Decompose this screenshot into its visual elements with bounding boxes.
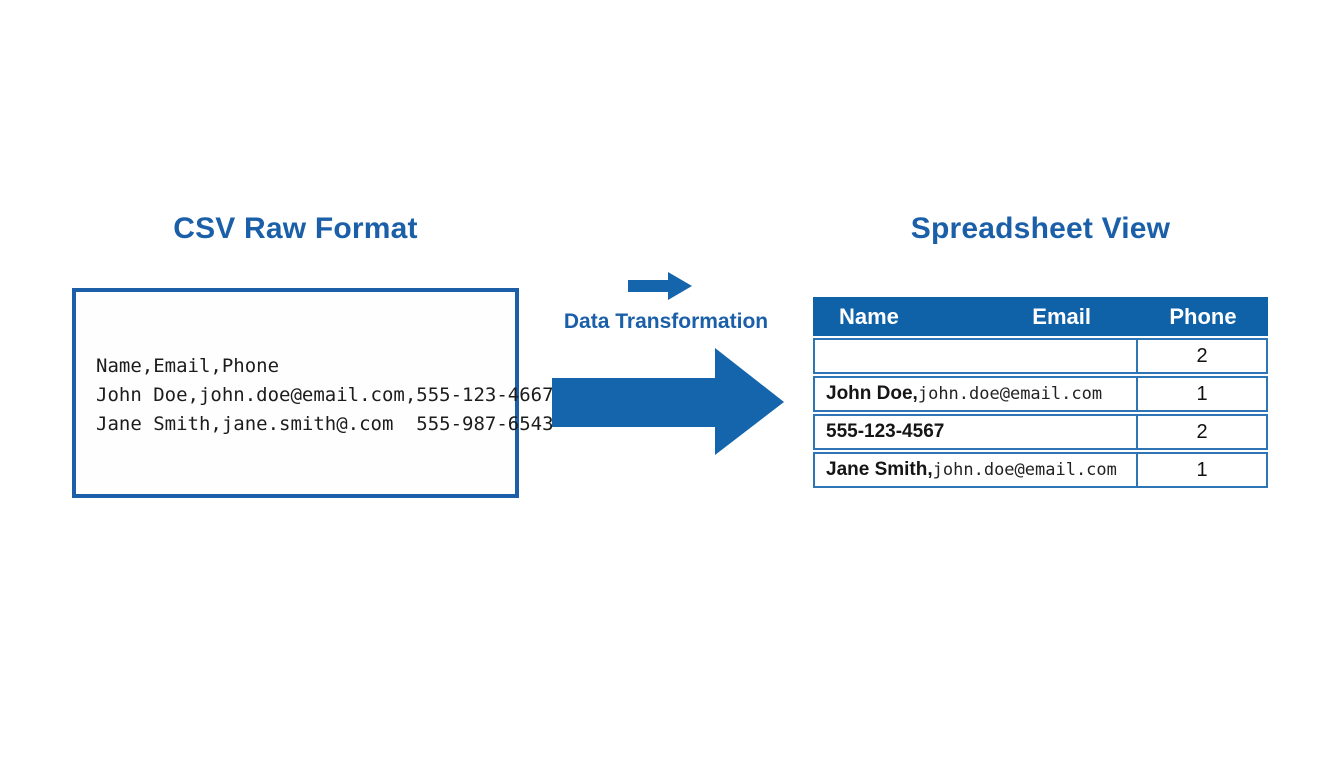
cell-email-text: john.doe@email.com [932, 460, 1117, 480]
data-transformation-label: Data Transformation [563, 310, 769, 333]
cell-email-text: john.doe@email.com [917, 384, 1103, 404]
table-cell-phone: 1 [1196, 382, 1208, 405]
csv-raw-format-title: CSV Raw Format [173, 212, 418, 245]
table-cell-name-email: 555-123-4567 [815, 416, 1138, 448]
table-cell-phone: 1 [1196, 458, 1208, 481]
spreadsheet-view-title: Spreadsheet View [910, 212, 1171, 245]
header-phone: Phone [1169, 303, 1237, 329]
large-right-arrow-icon [552, 348, 784, 455]
table-cell-name-email: Jane Smith,john.doe@email.com [815, 454, 1138, 486]
table-header-name-email: Name Email [813, 304, 1138, 330]
csv-line-jane: Jane Smith,jane.smith@.com 555-987-6543 [96, 413, 554, 435]
table-header-row: Name Email Phone [813, 297, 1268, 336]
spreadsheet-table: Name Email Phone 2 John Doe,john.doe@ema… [813, 297, 1268, 488]
table-row: John Doe,john.doe@email.com 1 [813, 376, 1268, 412]
csv-content: Name,Email,Phone John Doe,john.doe@email… [76, 292, 554, 439]
table-row: 555-123-4567 2 [813, 414, 1268, 450]
table-row: 2 [813, 338, 1268, 374]
small-right-arrow-icon [628, 272, 692, 300]
table-row: Jane Smith,john.doe@email.com 1 [813, 452, 1268, 488]
csv-line-header: Name,Email,Phone [96, 355, 280, 377]
header-email: Email [1032, 303, 1091, 329]
header-name: Name [839, 303, 899, 329]
table-cell-phone: 2 [1196, 344, 1208, 367]
cell-name-text: Jane Smith, [826, 459, 933, 480]
table-cell-name-email [815, 340, 1138, 372]
cell-name-text: 555-123-4567 [826, 421, 945, 442]
csv-line-john: John Doe,john.doe@email.com,555-123-4667 [96, 384, 554, 406]
cell-name-text: John Doe, [826, 383, 918, 404]
table-cell-phone: 2 [1196, 420, 1208, 443]
csv-raw-box: Name,Email,Phone John Doe,john.doe@email… [72, 288, 554, 498]
table-cell-name-email: John Doe,john.doe@email.com [815, 378, 1138, 410]
